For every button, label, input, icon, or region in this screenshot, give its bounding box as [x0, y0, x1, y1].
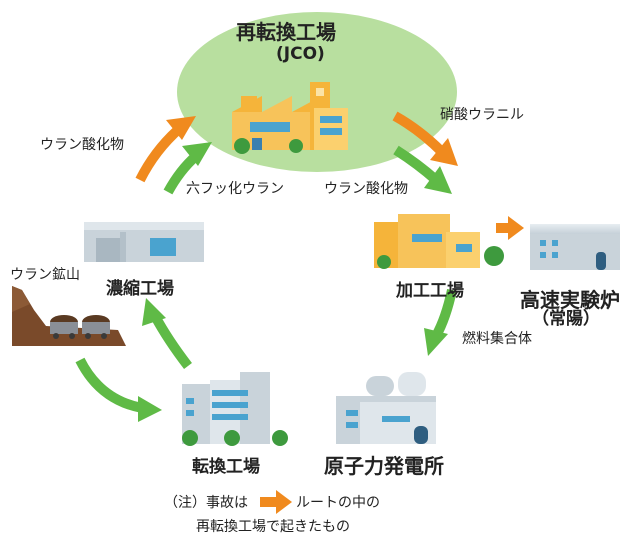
uranium-mine-icon [12, 286, 126, 346]
processing-plant-label: 加工工場 [396, 281, 464, 301]
uranium-mine-label: ウラン鉱山 [10, 267, 80, 283]
fast-reactor-name-label: （常陽） [532, 309, 600, 329]
conversion-plant-icon [182, 372, 288, 446]
note-suffix: ルートの中の [296, 495, 380, 511]
accident-route-arrows [135, 111, 524, 514]
uranium-oxide-left-label: ウラン酸化物 [40, 137, 124, 153]
normal-route-arrows [75, 142, 457, 422]
conversion-plant-label: 転換工場 [192, 457, 260, 477]
nuclear-plant-icon [336, 372, 436, 444]
jco-subtitle: (JCO) [276, 44, 325, 64]
uranyl-nitrate-label: 硝酸ウラニル [440, 107, 524, 123]
enrichment-plant-label: 濃縮工場 [106, 279, 174, 299]
enrichment-plant-icon [84, 222, 204, 262]
fuel-assembly-label: 燃料集合体 [462, 331, 532, 347]
uf6-label: 六フッ化ウラン [186, 181, 284, 197]
note-line2: 再転換工場で起きたもの [196, 519, 350, 535]
jco-factory-icon [232, 82, 348, 154]
fast-reactor-label: 高速実験炉 [520, 288, 620, 312]
fast-reactor-icon [530, 224, 620, 270]
note-prefix: （注）事故は [164, 495, 248, 511]
jco-title: 再転換工場 [236, 20, 336, 44]
nuclear-plant-label: 原子力発電所 [324, 454, 444, 478]
uranium-oxide-right-label: ウラン酸化物 [324, 181, 408, 197]
processing-plant-icon [374, 214, 504, 269]
